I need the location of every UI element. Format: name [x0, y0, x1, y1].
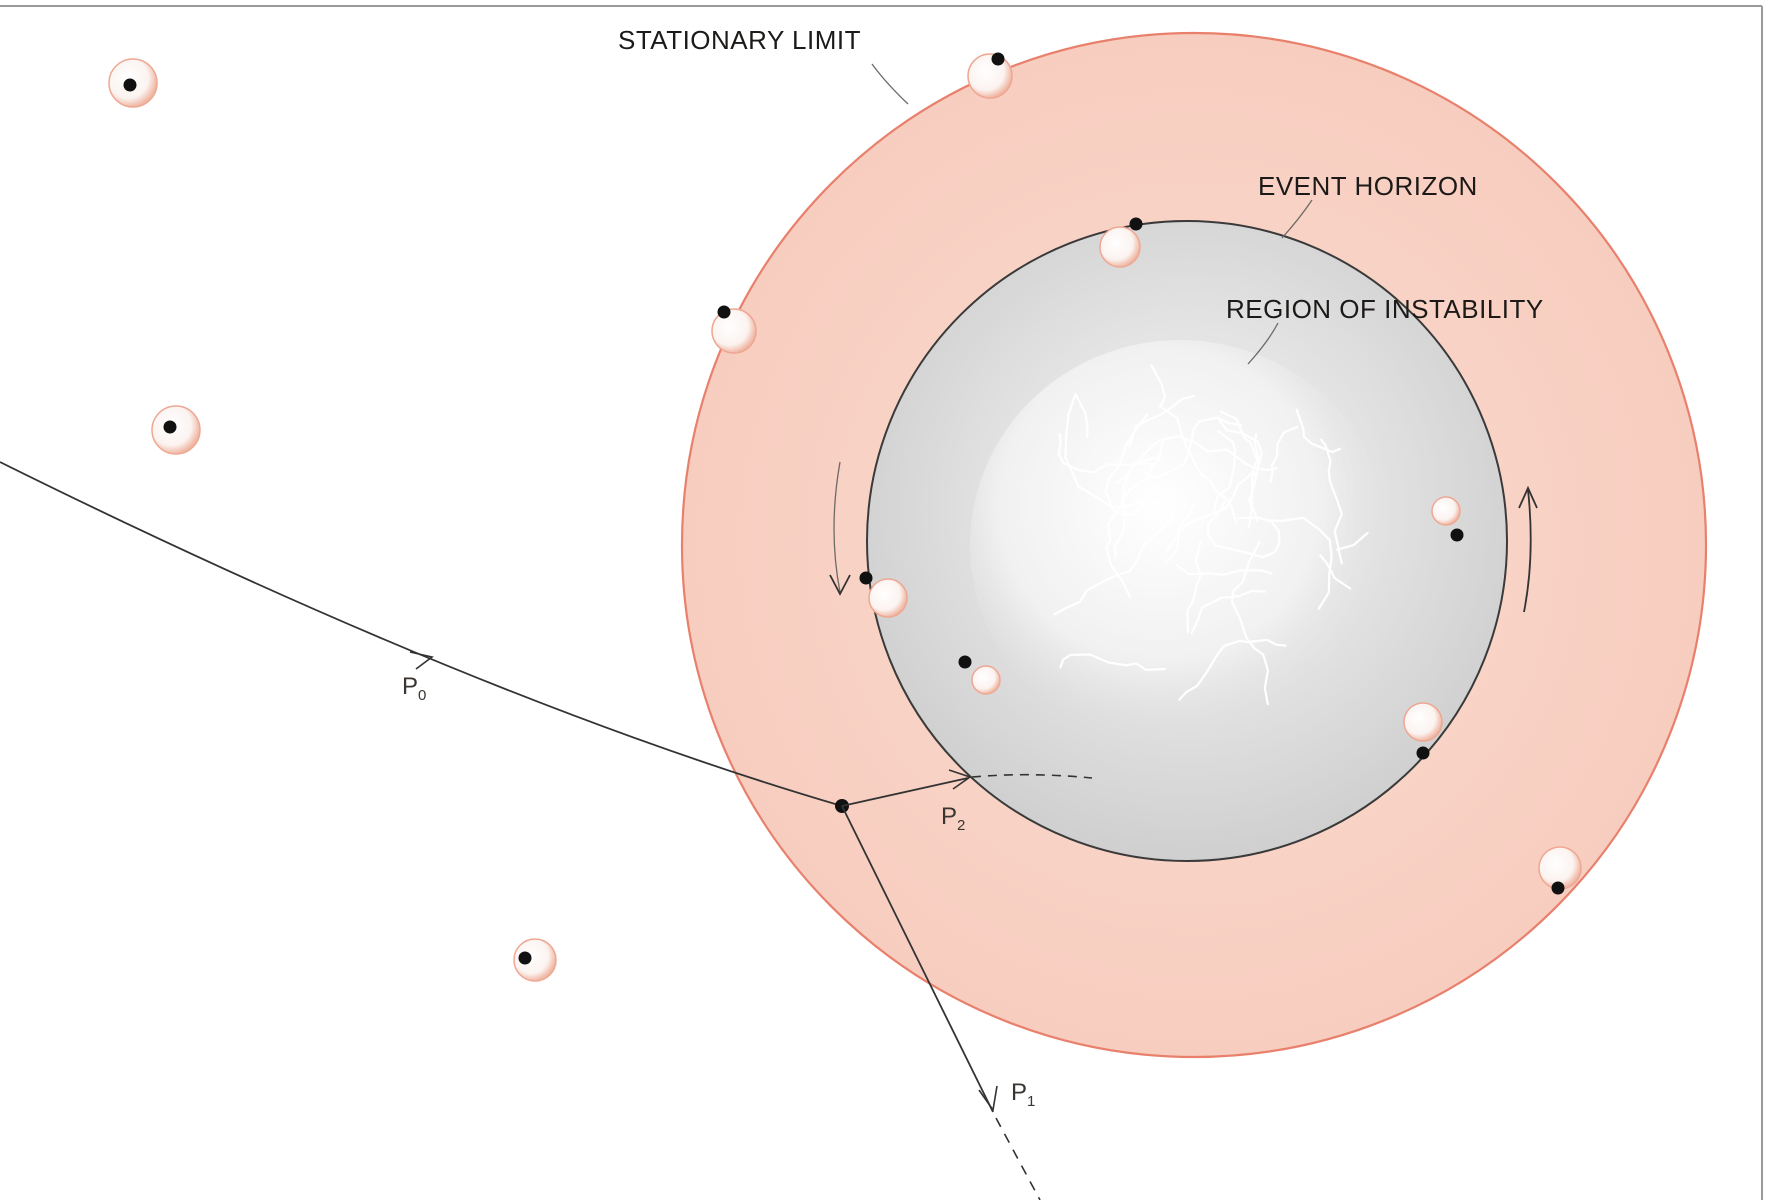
label-event-horizon: EVENT HORIZON [1258, 171, 1478, 201]
arrowhead-p1 [978, 1085, 998, 1113]
instability-crack [1319, 554, 1352, 590]
particle-ball [1099, 226, 1141, 268]
particle-ball [868, 578, 908, 618]
particle-inner-2 [1431, 496, 1464, 542]
instability-crack [1230, 541, 1269, 706]
particle-ball [711, 308, 757, 354]
particle-dot [1551, 881, 1565, 895]
instability-glow [970, 340, 1390, 750]
particle-dot [717, 305, 731, 319]
particle-ball [513, 938, 557, 982]
region-of-instability [970, 340, 1390, 750]
instability-crack [1320, 438, 1343, 565]
instability-crack [1059, 653, 1167, 671]
particle-dot [123, 78, 137, 92]
particle-stationary-limit-3 [1538, 846, 1582, 895]
particles [108, 52, 1582, 982]
particle-dot [1450, 528, 1464, 542]
instability-crack [1105, 439, 1165, 599]
particle-ball [1403, 702, 1443, 742]
particle-dot [518, 951, 532, 965]
trajectory-p1-continuation [995, 1117, 1041, 1200]
particle-ball [1431, 496, 1461, 526]
instability-crack [1161, 407, 1238, 524]
instability-crack [1269, 516, 1333, 610]
trajectory-p1 [841, 805, 994, 1113]
instability-crack [1175, 564, 1273, 576]
instability-crack [1336, 531, 1369, 551]
particle-stationary-limit-2 [711, 305, 757, 354]
arrowhead-p0 [409, 651, 434, 670]
particle-ball [967, 53, 1013, 99]
particle-horizon-2 [859, 571, 908, 618]
rotation-arrowhead-right [1518, 485, 1538, 509]
particle-ball [151, 405, 201, 455]
instability-crack [1295, 408, 1342, 454]
leader-region-of-instability [1247, 322, 1279, 365]
particle-stationary-limit-1 [967, 52, 1013, 99]
label-p0: P0 [402, 673, 426, 704]
instability-crack [1150, 364, 1167, 409]
instability-crack [1165, 433, 1260, 552]
leader-stationary-limit [871, 63, 909, 105]
particle-outer-3 [513, 938, 557, 982]
instability-crack [1128, 394, 1195, 449]
label-region-of-instability: REGION OF INSTABILITY [1226, 294, 1544, 324]
instability-crack [1212, 430, 1236, 512]
leader-event-horizon [1281, 199, 1313, 239]
trajectory-p2 [841, 777, 969, 807]
instability-crack [1163, 501, 1196, 564]
instability-crack [1115, 435, 1278, 485]
particle-dot [1129, 217, 1143, 231]
instability-crack [1269, 425, 1299, 483]
particle-horizon-3 [1403, 702, 1443, 760]
trajectory-p0 [0, 461, 843, 807]
instability-crack [1104, 413, 1149, 516]
particle-dot [958, 655, 972, 669]
particle-ball [971, 665, 1001, 695]
label-p1: P1 [1011, 1079, 1035, 1110]
instability-crack [1074, 393, 1089, 438]
particle-outer-1 [108, 58, 158, 108]
label-p2: P2 [941, 803, 965, 834]
particle-dot [163, 420, 177, 434]
particle-horizon-1 [1099, 217, 1143, 268]
instability-crack [1057, 433, 1155, 474]
particle-outer-2 [151, 405, 201, 455]
particle-inner-1 [958, 655, 1001, 695]
instability-crack [1216, 417, 1263, 528]
instability-crack [1190, 589, 1266, 634]
particle-dot [991, 52, 1005, 66]
instability-crack [1186, 539, 1202, 634]
arrowhead-p2 [948, 769, 972, 790]
rotation-arrow-left [833, 461, 841, 593]
instability-crack [1178, 638, 1287, 701]
particle-dot [859, 571, 873, 585]
instability-crack [1064, 395, 1161, 509]
rotation-arrow-right [1523, 489, 1532, 613]
instability-crack [1143, 416, 1243, 479]
instability-crack-pattern [1053, 364, 1369, 706]
instability-crack [1206, 500, 1281, 559]
rotation-arrowhead-left [829, 574, 851, 596]
label-stationary-limit: STATIONARY LIMIT [618, 25, 861, 55]
particle-dot [1416, 746, 1430, 760]
